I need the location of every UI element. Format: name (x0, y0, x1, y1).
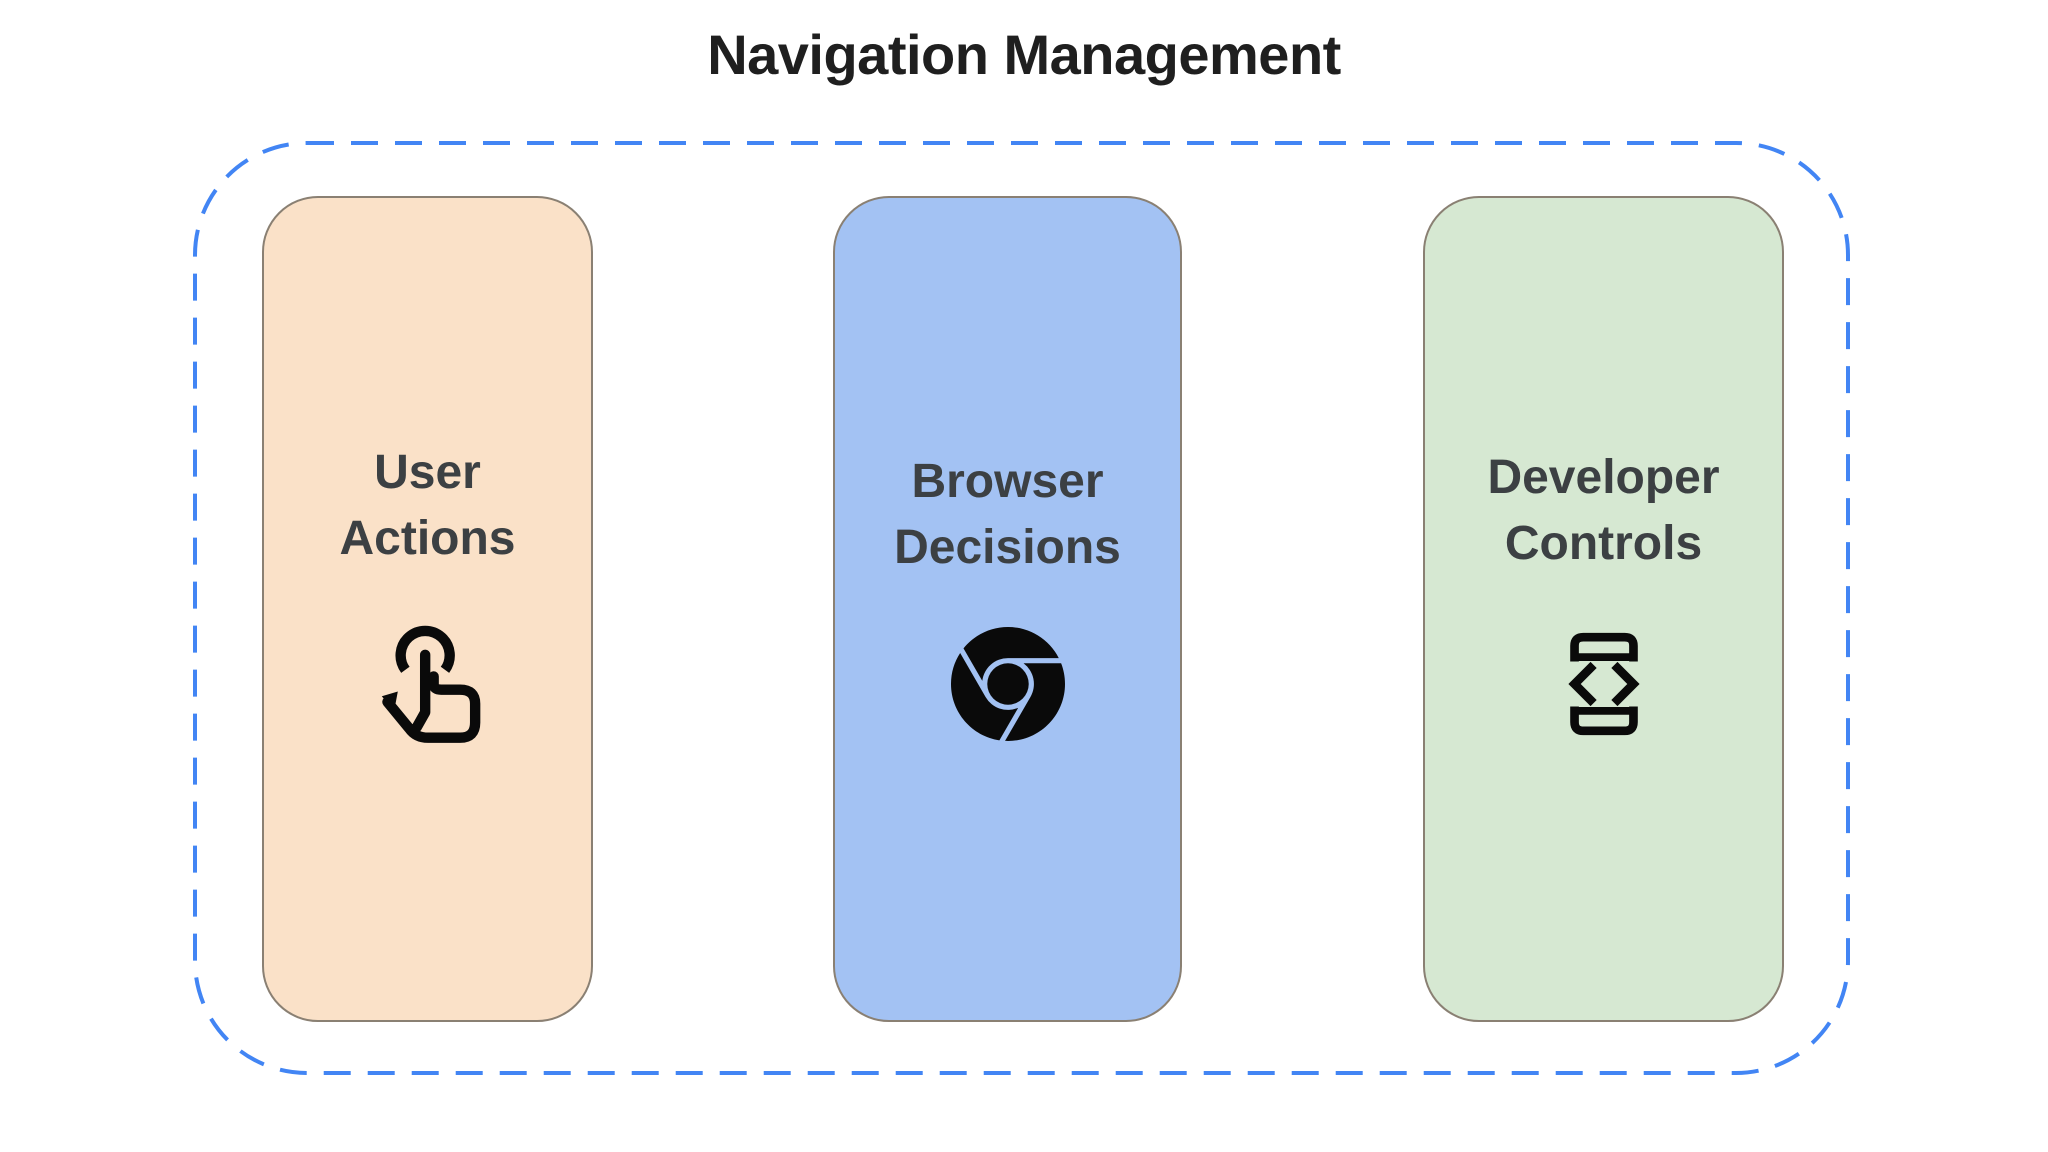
card-content: Developer Controls (1464, 445, 1744, 745)
developer-mode-icon (1567, 633, 1640, 736)
tap-gesture-icon (381, 626, 480, 744)
card-user-actions: User Actions (262, 196, 593, 1022)
dashed-boundary-outline (193, 141, 1850, 1075)
card-label: Browser Decisions (894, 454, 1121, 574)
card-label: User Actions (339, 445, 516, 565)
card-content: User Actions (288, 440, 568, 750)
navigation-management-group: User Actions Browser Decisions De (193, 141, 1850, 1075)
page-title: Navigation Management (707, 23, 1341, 86)
card-developer-controls: Developer Controls (1423, 196, 1784, 1022)
card-label: Developer Controls (1487, 450, 1720, 570)
chrome-browser-icon (950, 627, 1065, 742)
card-content: Browser Decisions (868, 449, 1148, 742)
card-browser-decisions: Browser Decisions (833, 196, 1182, 1022)
